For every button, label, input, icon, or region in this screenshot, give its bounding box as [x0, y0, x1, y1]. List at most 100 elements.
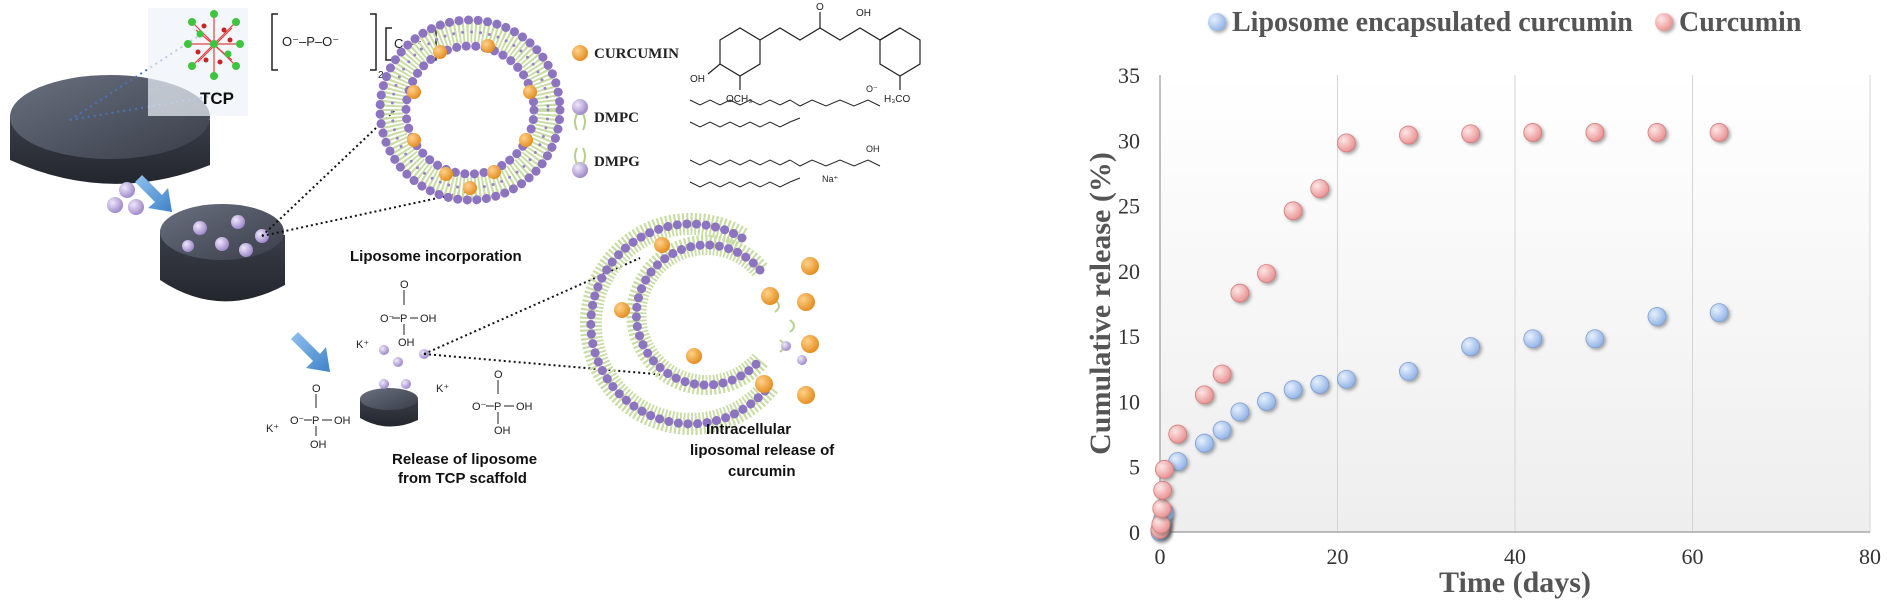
- y-tick-label: 15: [1118, 324, 1140, 349]
- dmpg-structure: [689, 159, 881, 188]
- curcumin-oh: OH: [856, 8, 871, 19]
- x-tick-label: 20: [1327, 544, 1349, 569]
- legend-label-curcumin: Curcumin: [1679, 7, 1802, 38]
- y-tick-label: 35: [1118, 63, 1140, 88]
- curcumin-icon: [572, 45, 588, 61]
- legend-label-liposome: Liposome encapsulated curcumin: [1232, 7, 1633, 38]
- point-curcumin: [1151, 514, 1171, 534]
- liposome-incorporation-label: Liposome incorporation: [350, 248, 522, 265]
- dmpc-icon: [572, 99, 588, 115]
- free-liposomes: [107, 182, 144, 215]
- x-tick-label: 80: [1859, 544, 1881, 569]
- y-tick-label: 25: [1118, 194, 1140, 219]
- intracellular-label-line2: liposomal release of: [690, 442, 835, 459]
- ruptured-liposome: [579, 212, 807, 435]
- point-curcumin: [1155, 459, 1174, 479]
- phosphate-1-oh: OH: [420, 313, 437, 325]
- loaded-scaffold-disc: [160, 204, 285, 302]
- curcumin-ho-left: OH: [690, 74, 705, 85]
- y-axis-title: Cumulative release (%): [1084, 152, 1117, 455]
- grid-lines: [1337, 75, 1871, 532]
- chart-legend: Liposome encapsulated curcumin Curcumin: [1208, 7, 1802, 38]
- y-tick-label: 0: [1129, 520, 1140, 545]
- point-curcumin: [1399, 125, 1418, 145]
- legend-dmpg: DMPG: [594, 154, 640, 170]
- y-tick-label: 10: [1118, 389, 1140, 414]
- point-curcumin: [1153, 480, 1173, 500]
- intracellular-label-line1: Intracellular: [706, 421, 791, 438]
- x-axis-title: Time (days): [1439, 566, 1591, 599]
- release-chart: 0 20 40 60 80 0 5 10 15 20 25 30 35 Time (days) Cumu…: [1084, 7, 1881, 599]
- data-points: [1150, 123, 1729, 542]
- point-curcumin: [1709, 123, 1729, 142]
- potassium-2: K⁺: [266, 423, 279, 435]
- phosphate-2-ominus: O⁻: [290, 415, 305, 427]
- curcumin-h3co: H₃CO: [884, 94, 911, 105]
- axes: 0 20 40 60 80 0 5 10 15 20 25 30 35: [1118, 63, 1881, 569]
- point-curcumin: [1461, 124, 1481, 144]
- point-curcumin: [1230, 283, 1250, 303]
- legend-marker-liposome: [1208, 13, 1226, 31]
- release-schematic: TCP O⁻–P–O⁻ 2 Ca²⁺ Liposome incorporatio…: [10, 2, 921, 487]
- point-liposome: [1212, 420, 1232, 440]
- liposome-cross-section: [375, 15, 565, 205]
- point-liposome: [1523, 329, 1543, 349]
- point-liposome: [1194, 433, 1214, 453]
- y-tick-label: 20: [1118, 259, 1140, 284]
- point-liposome: [1257, 392, 1276, 411]
- dmpg-oh: OH: [866, 144, 880, 154]
- curcumin-och3: OCH₃: [726, 94, 752, 105]
- step-arrow-1: [135, 175, 172, 212]
- phosphate-ions: [304, 290, 514, 436]
- point-curcumin: [1310, 179, 1330, 198]
- point-liposome: [1647, 307, 1667, 326]
- point-liposome: [1461, 337, 1481, 356]
- dmpc-o-minus: O⁻: [866, 84, 878, 94]
- phosphate-2-p: P: [312, 415, 319, 427]
- legend-dmpc: DMPC: [594, 110, 639, 126]
- dmpc-structure: [689, 99, 881, 128]
- point-curcumin: [1283, 201, 1303, 221]
- point-liposome: [1585, 329, 1605, 349]
- point-liposome: [1283, 380, 1303, 400]
- point-curcumin: [1585, 123, 1605, 142]
- y-tick-label: 30: [1118, 128, 1140, 153]
- release-label-line2: from TCP scaffold: [398, 470, 527, 487]
- y-tick-label: 5: [1129, 455, 1140, 480]
- point-curcumin: [1257, 264, 1276, 283]
- releasing-scaffold-disc: [360, 345, 429, 427]
- release-label-line1: Release of liposome: [392, 451, 537, 468]
- legend-curcumin: CURCUMIN: [594, 46, 679, 62]
- phosphate-2-oh: OH: [334, 415, 351, 427]
- intracellular-label-line3: curcumin: [728, 463, 796, 480]
- phosphate-2-o: O: [312, 383, 321, 395]
- phosphate-1-ominus: O⁻: [380, 313, 395, 325]
- phosphate-3-o: O: [494, 369, 503, 381]
- tcp-label: TCP: [200, 89, 234, 108]
- x-tick-label: 60: [1682, 544, 1704, 569]
- point-liposome: [1709, 303, 1729, 323]
- x-tick-label: 40: [1504, 544, 1526, 569]
- phosphate-3-oh2: OH: [494, 425, 511, 437]
- legend-marker-curcumin: [1655, 13, 1673, 31]
- phosphate-2-oh2: OH: [310, 439, 327, 451]
- point-curcumin: [1152, 499, 1172, 518]
- point-curcumin: [1336, 133, 1356, 153]
- tcp-crystal-icon: [184, 10, 244, 80]
- point-liposome: [1230, 402, 1250, 422]
- point-curcumin: [1168, 424, 1188, 444]
- phosphate-3-p: P: [494, 401, 501, 413]
- point-curcumin: [1523, 123, 1543, 142]
- curcumin-structure: [707, 12, 921, 90]
- zoom-lines-release: [423, 257, 679, 377]
- potassium-1: K⁺: [356, 339, 369, 351]
- step-arrow-2: [291, 332, 330, 372]
- point-liposome: [1399, 361, 1418, 381]
- released-curcumin: [755, 257, 819, 404]
- phosphate-1-oh2: OH: [398, 337, 415, 349]
- x-tick-label: 0: [1155, 544, 1166, 569]
- curcumin-carbonyl-o: O: [816, 2, 824, 13]
- potassium-3: K⁺: [436, 383, 449, 395]
- point-liposome: [1310, 375, 1330, 394]
- point-curcumin: [1194, 385, 1214, 405]
